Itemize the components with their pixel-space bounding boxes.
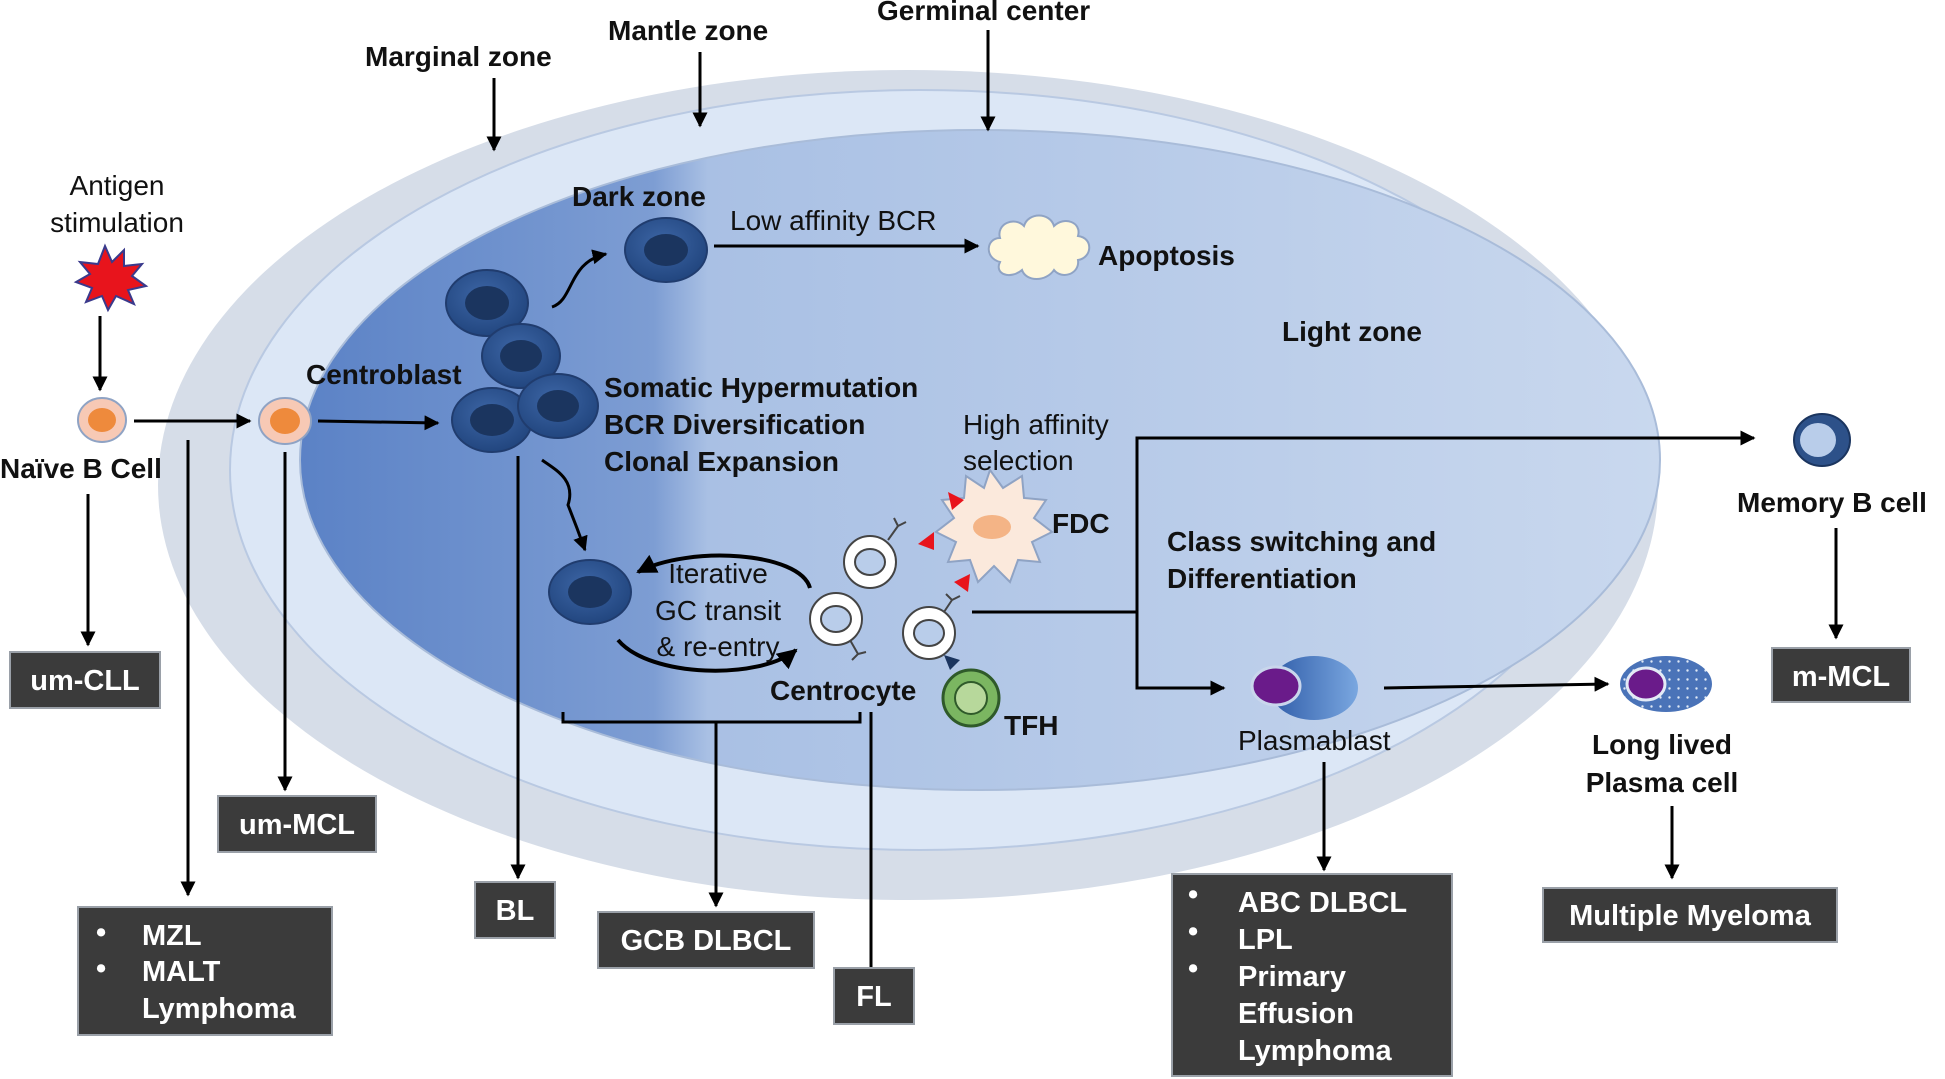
pel-bullet: • xyxy=(1188,953,1198,985)
centroblast-cluster xyxy=(445,269,599,453)
centroblast-nucleus xyxy=(465,286,509,320)
gc-transit-label: GC transit xyxy=(655,595,781,626)
plasma-cell-label-line1: Long lived xyxy=(1592,729,1732,760)
class-switching-label-line1: Class switching and xyxy=(1167,526,1436,557)
centroblast-nucleus xyxy=(500,340,542,372)
fl-label: FL xyxy=(856,981,891,1013)
lymphoma-item: Lymphoma xyxy=(142,993,296,1025)
centroblast-label: Centroblast xyxy=(306,359,462,390)
um-mcl-label: um-MCL xyxy=(239,809,355,841)
um-cll-box: um-CLL xyxy=(9,651,161,709)
centrocyte-nucleus xyxy=(820,605,852,633)
antigen-presentation-icon xyxy=(948,492,964,510)
malt-item: MALT xyxy=(142,956,221,988)
lpl-bullet: • xyxy=(1188,916,1198,948)
naive-b-cell-nucleus xyxy=(88,408,116,432)
mantle-zone-label: Mantle zone xyxy=(608,15,768,46)
bcr-receptor xyxy=(849,639,867,661)
centrocyte-nucleus xyxy=(913,619,945,647)
high-affinity-label-line2: selection xyxy=(963,445,1074,476)
germinal-center-ellipse xyxy=(299,129,1661,791)
low-affinity-label: Low affinity BCR xyxy=(730,205,936,236)
um-mcl-box: um-MCL xyxy=(217,795,377,853)
bcr-receptor xyxy=(943,593,961,613)
dark-zone-cell-nucleus xyxy=(644,234,688,266)
class-switching-line xyxy=(972,430,1756,614)
lpl-item: LPL xyxy=(1238,924,1293,956)
fdc-nucleus xyxy=(973,515,1011,539)
iterative-loop-top-arrow xyxy=(636,553,812,589)
gcb-dlbcl-box: GCB DLBCL xyxy=(597,911,815,969)
tcr-contact-icon xyxy=(944,655,960,670)
lymphoma-item: Lymphoma xyxy=(1238,1035,1392,1067)
effusion-item: Effusion xyxy=(1238,998,1354,1030)
plasmablast-nucleus xyxy=(1250,665,1302,707)
centrocyte-cells xyxy=(809,517,961,661)
shm-label: Somatic Hypermutation xyxy=(604,372,918,403)
multiple-myeloma-label: Multiple Myeloma xyxy=(1569,900,1812,932)
tfh-nucleus xyxy=(954,681,988,715)
antigen-label-line1: Antigen xyxy=(70,170,165,201)
antigen-burst-icon xyxy=(73,243,149,313)
marginal-zone-label: Marginal zone xyxy=(365,41,552,72)
tfh-label: TFH xyxy=(1004,710,1058,741)
centrocyte-label: Centrocyte xyxy=(770,675,916,706)
plasma-cell-nucleus xyxy=(1625,666,1667,702)
high-affinity-label-line1: High affinity xyxy=(963,409,1109,440)
to-dark-zone-arrow xyxy=(551,249,608,309)
primary-item: Primary xyxy=(1238,961,1346,993)
antigen-presentation-icon xyxy=(918,532,934,550)
apoptosis-label: Apoptosis xyxy=(1098,240,1235,271)
bcr-receptor xyxy=(887,517,907,541)
centrocyte-nucleus xyxy=(854,548,886,576)
light-zone-label: Light zone xyxy=(1282,316,1422,347)
bl-label: BL xyxy=(496,895,535,927)
fdc-label: FDC xyxy=(1052,508,1110,539)
gcb-dlbcl-label: GCB DLBCL xyxy=(621,925,792,957)
m-mcl-label: m-MCL xyxy=(1792,661,1890,693)
fl-box: FL xyxy=(833,967,915,1025)
centroblast-nucleus xyxy=(537,390,579,422)
to-plasmablast-arrow xyxy=(1135,612,1226,696)
m-mcl-box: m-MCL xyxy=(1771,647,1911,703)
malt-bullet: • xyxy=(96,953,106,985)
class-switching-label-line2: Differentiation xyxy=(1167,563,1357,594)
plasmablast-label: Plasmablast xyxy=(1238,725,1391,756)
naive-b-cell-label: Naïve B Cell xyxy=(0,453,162,484)
um-cll-label: um-CLL xyxy=(30,665,140,697)
activated-b-cell-nucleus xyxy=(270,408,300,434)
b-cell-to-centroblast-arrow xyxy=(317,415,440,431)
mzl-item: MZL xyxy=(142,920,202,952)
mzl-bullet: • xyxy=(96,917,106,949)
memory-b-cell-nucleus xyxy=(1800,423,1836,457)
gc-bracket-line xyxy=(561,712,862,724)
plasma-cell-label-line2: Plasma cell xyxy=(1586,767,1739,798)
apoptosis-cloud-icon xyxy=(987,214,1091,280)
reentry-label: & re-entry xyxy=(657,631,780,662)
multiple-myeloma-box: Multiple Myeloma xyxy=(1542,887,1838,943)
clonal-expansion-label: Clonal Expansion xyxy=(604,446,839,477)
antigen-label-line2: stimulation xyxy=(50,207,184,238)
centroblast-nucleus xyxy=(470,404,514,436)
bl-box: BL xyxy=(474,881,556,939)
iterative-label: Iterative xyxy=(668,558,768,589)
abc-dlbcl-box: • ABC DLBCL • LPL • Primary Effusion Lym… xyxy=(1171,873,1453,1077)
dark-zone-label: Dark zone xyxy=(572,181,706,212)
mzl-box: • MZL • MALT Lymphoma xyxy=(77,906,333,1036)
bcr-diversification-label: BCR Diversification xyxy=(604,409,865,440)
antigen-presentation-icon xyxy=(954,574,970,592)
iterative-loop-bottom-arrow xyxy=(616,638,798,673)
to-plasma-cell-arrow xyxy=(1383,676,1610,692)
reentry-centroblast-nucleus xyxy=(568,576,612,608)
germinal-center-label: Germinal center xyxy=(877,0,1090,26)
memory-b-cell-label: Memory B cell xyxy=(1737,487,1927,518)
abc-dlbcl-item: ABC DLBCL xyxy=(1238,887,1407,919)
abc-dlbcl-bullet: • xyxy=(1188,879,1198,911)
to-centrocyte-arrow xyxy=(541,458,588,552)
